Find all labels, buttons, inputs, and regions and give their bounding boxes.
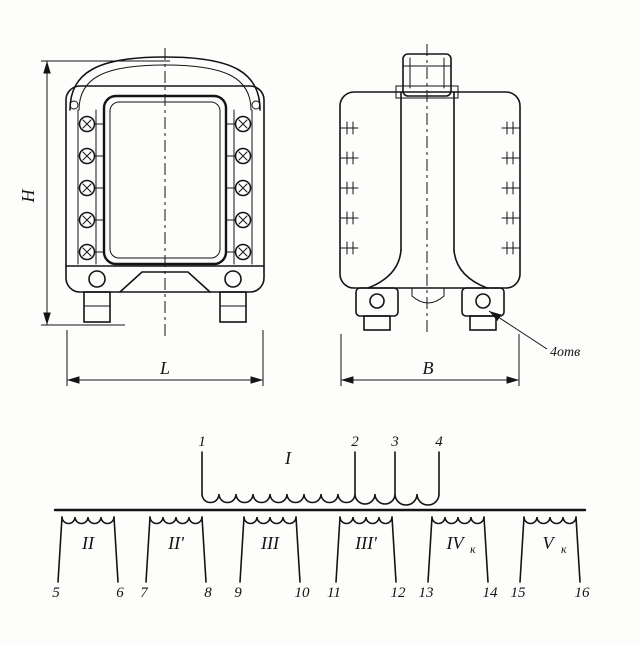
secondary-winding-iii: III 9 10 [234,516,311,601]
winding-label: III [260,533,280,553]
terminal-label: 11 [327,585,341,601]
side-body [339,91,521,289]
terminal-label: 6 [116,585,124,601]
winding-label: II' [167,533,185,553]
primary-terminal-4: 4 [435,434,443,450]
primary-terminal-2: 2 [351,434,359,450]
strap-eyelet-right [251,100,261,110]
side-feet [355,287,505,331]
terminal-label: 12 [391,585,407,601]
terminal-label: 16 [575,585,591,601]
dimension-h: H [18,60,170,326]
strap-eyelet-left [69,100,79,110]
dimension-b: В [340,334,520,386]
secondary-winding-ivk: IV к 13 14 [419,516,499,601]
terminal-label: 15 [511,585,527,601]
terminal-label: 8 [204,585,212,601]
dim-l-label: L [159,358,170,378]
winding-label-sub: к [561,542,567,556]
primary-terminal-1: 1 [198,434,206,450]
terminal-bolts-left [78,115,96,261]
front-view: H L [18,48,265,386]
primary-winding: 1 2 3 4 I [198,434,443,506]
secondary-winding-ii: II 5 6 [52,516,124,601]
primary-terminal-3: 3 [390,434,399,450]
side-view: В 4отв [339,44,580,386]
terminal-label: 7 [140,585,149,601]
winding-label: IV [446,533,466,553]
side-terminal-marks-right [501,121,520,255]
winding-label-sub: к [470,542,476,556]
holes-note: 4отв [550,345,580,360]
side-terminal-marks-left [340,121,359,255]
winding-schematic: 1 2 3 4 I II 5 6 II' 7 8 [52,434,590,601]
coil-flare-left [367,249,402,289]
secondary-winding-ii-prime: II' 7 8 [140,516,212,601]
winding-label: V [543,533,556,553]
terminal-bolts-right [234,115,252,261]
secondary-winding-iii-prime: III' 11 12 [327,516,407,601]
primary-winding-label: I [284,448,292,468]
winding-label: II [81,533,95,553]
dim-h-label: H [18,189,38,204]
terminal-label: 14 [483,585,499,601]
winding-label: III' [354,533,378,553]
terminal-label: 5 [52,585,60,601]
front-body [65,85,265,293]
dimension-l: L [66,330,264,386]
secondary-winding-vk: V к 15 16 [511,516,591,601]
coil-flare-right [453,249,488,289]
terminal-label: 9 [234,585,242,601]
terminal-label: 10 [295,585,311,601]
terminal-label: 13 [419,585,434,601]
holes-note-leader: 4отв [488,310,580,360]
dim-b-label: В [423,358,434,378]
